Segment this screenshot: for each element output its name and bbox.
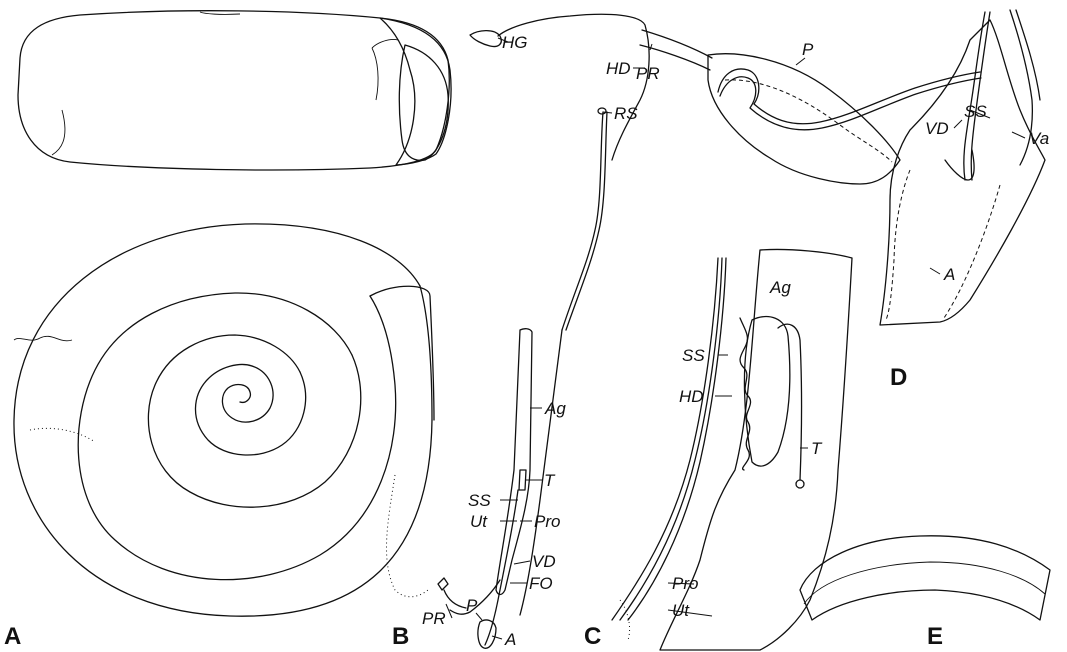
label-c-hd: HD — [679, 387, 704, 406]
label-c-t: T — [811, 439, 823, 458]
label-c-pro: Pro — [672, 574, 698, 593]
shell-side-view — [18, 11, 451, 170]
panel-label-e: E — [927, 623, 943, 650]
label-c-ut: Ut — [672, 601, 690, 620]
label-b-vd: VD — [532, 552, 556, 571]
panel-label-c: C — [584, 623, 601, 650]
label-b-a: A — [504, 630, 516, 649]
label-d-pr: PR — [636, 64, 660, 83]
label-b-pro: Pro — [534, 512, 560, 531]
label-d-ss: SS — [964, 102, 987, 121]
label-b-ag: Ag — [544, 399, 566, 418]
label-b-rs: RS — [614, 104, 638, 123]
panel-label-d: D — [890, 364, 907, 391]
label-b-ut: Ut — [470, 512, 488, 531]
label-b-t: T — [544, 471, 556, 490]
label-b-hg: HG — [502, 33, 528, 52]
detail-d-drawing — [640, 10, 1045, 325]
label-d-va: Va — [1029, 129, 1049, 148]
panel-label-b: B — [392, 623, 409, 650]
label-d-p: P — [802, 40, 814, 59]
label-b-pr: PR — [422, 609, 446, 628]
label-b-p: P — [466, 596, 478, 615]
label-d-a: A — [943, 265, 955, 284]
label-b-ss: SS — [468, 491, 491, 510]
label-b-hd: HD — [606, 59, 631, 78]
label-b-fo: FO — [529, 574, 553, 593]
label-c-ss: SS — [682, 346, 705, 365]
label-c-ag: Ag — [769, 278, 791, 297]
label-d-vd: VD — [925, 119, 949, 138]
shell-drawing — [14, 11, 451, 616]
panel-label-a: A — [4, 623, 21, 650]
detail-e-drawing — [800, 536, 1050, 620]
shell-apical-view — [14, 224, 434, 616]
